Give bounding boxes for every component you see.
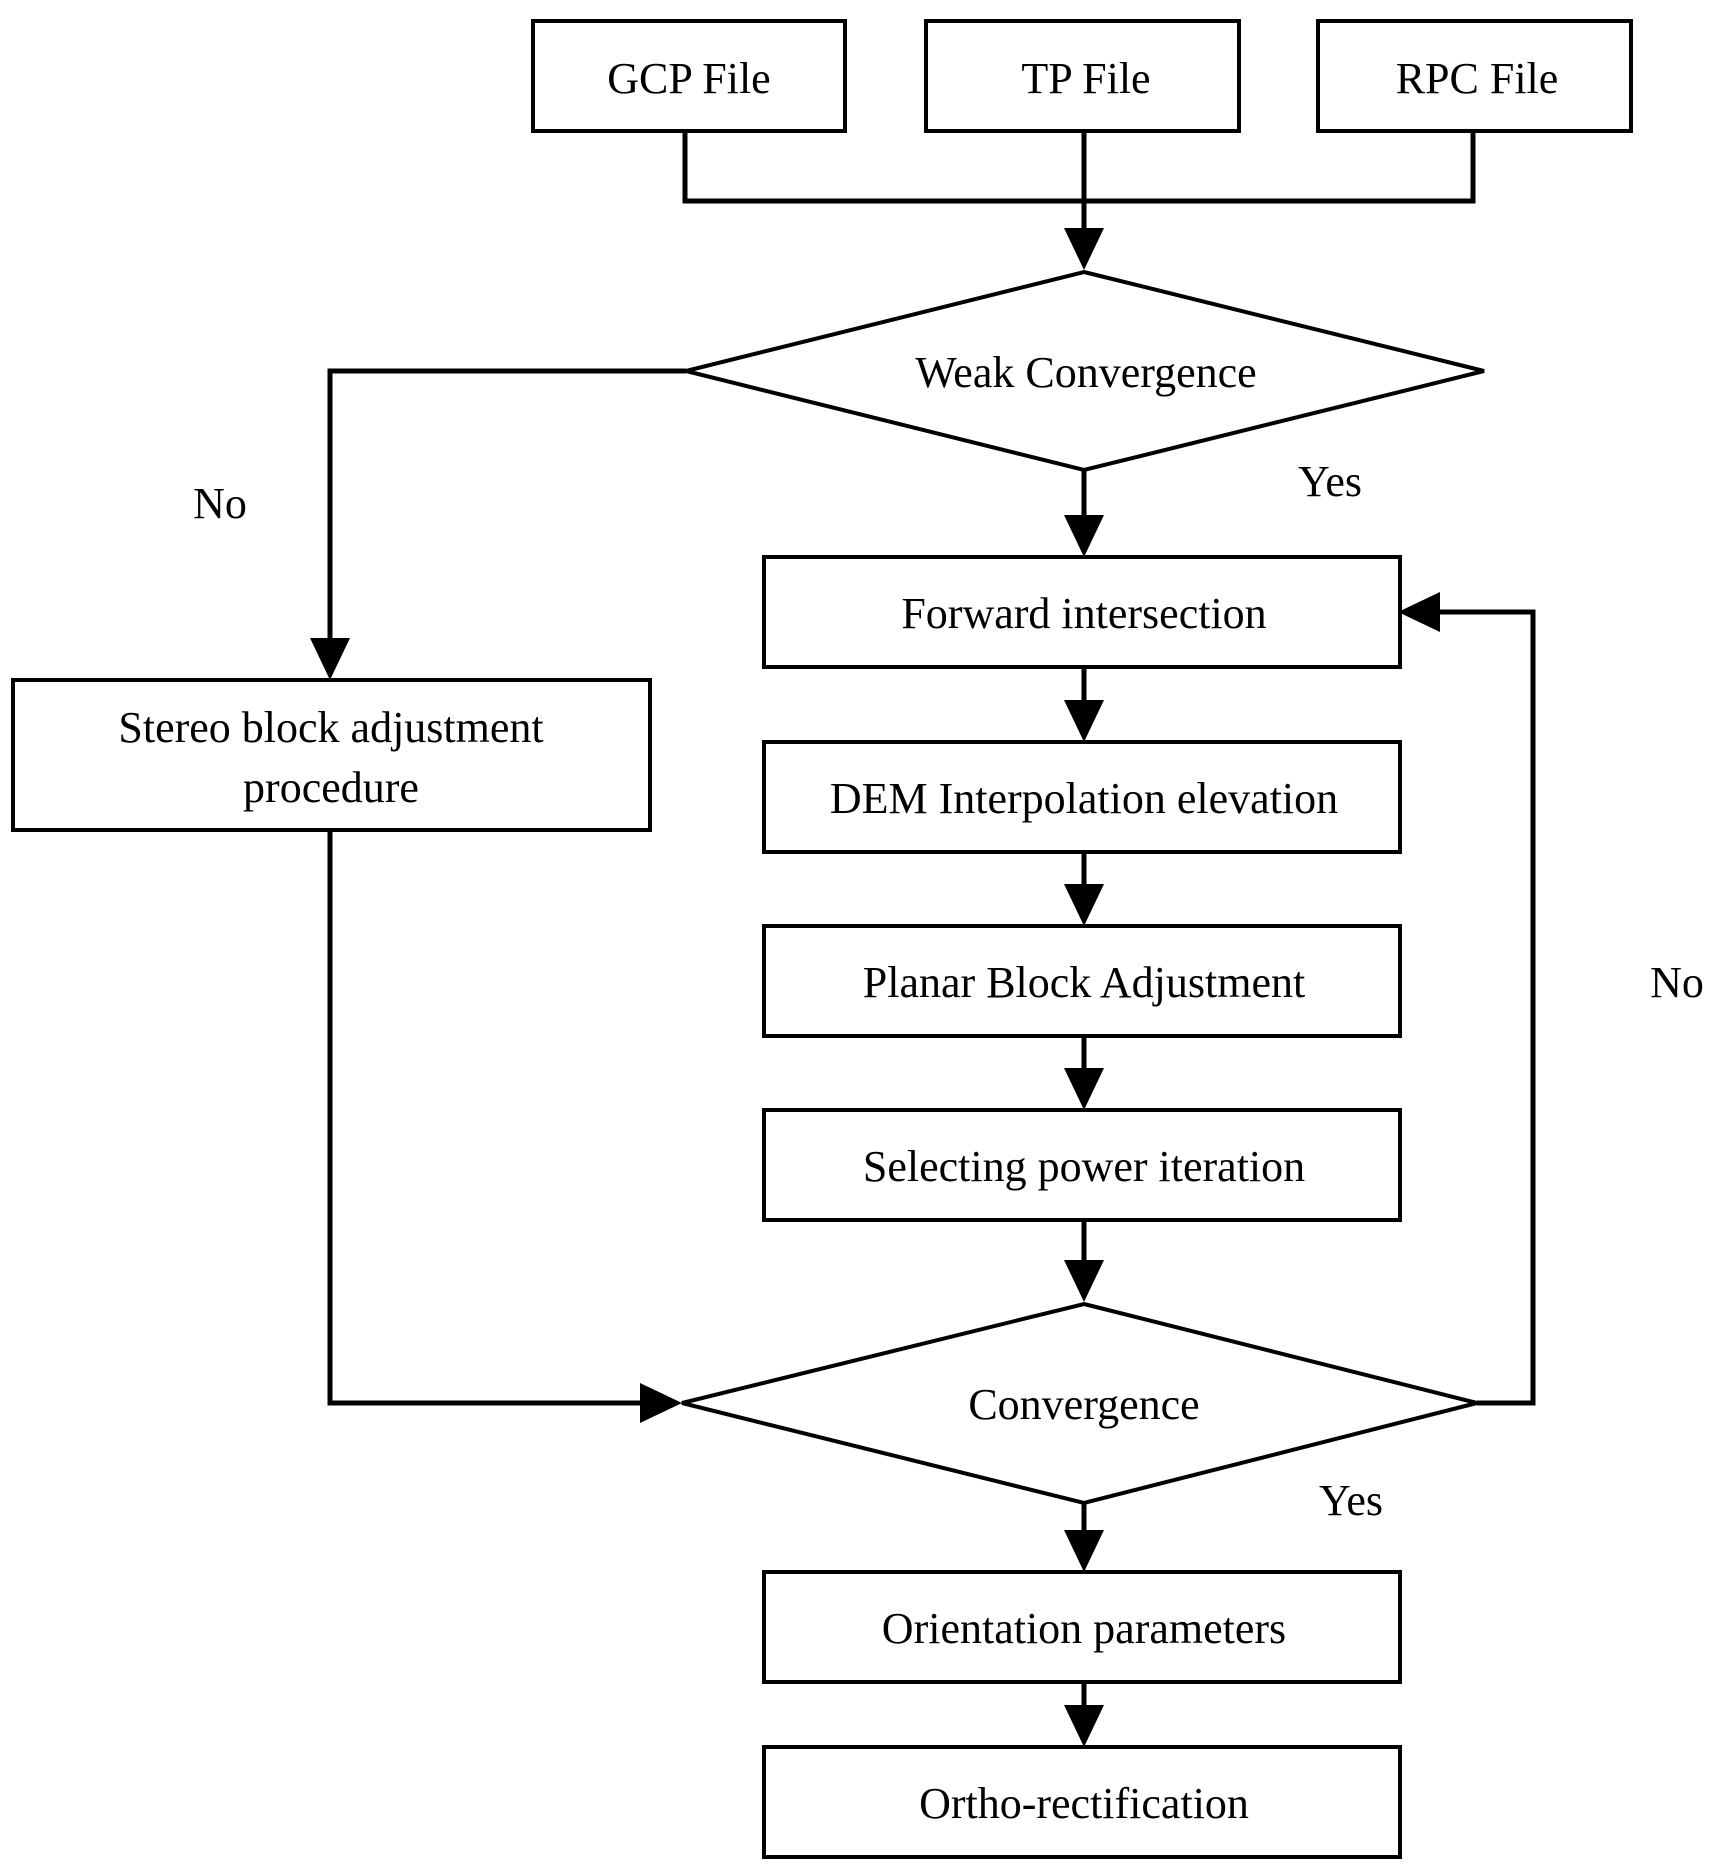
- convergence-no-label: No: [1650, 958, 1704, 1007]
- dem-interpolation-box: [762, 740, 1402, 854]
- node-rpc-file: RPC File: [1316, 19, 1633, 133]
- arrowhead-into-planar: [1064, 884, 1104, 926]
- selecting-power-box: [762, 1108, 1402, 1222]
- arrowhead-into-weak: [1064, 228, 1104, 270]
- ortho-rectification-box: [762, 1745, 1402, 1859]
- arrowhead-into-selecting: [1064, 1068, 1104, 1110]
- node-selecting-power: Selecting power iteration: [762, 1108, 1402, 1222]
- stereo-block-label-line2: procedure: [243, 763, 419, 812]
- ortho-rectification-label: Ortho-rectification: [919, 1779, 1249, 1828]
- arrowhead-into-forward: [1064, 515, 1104, 557]
- tp-file-label: TP File: [1021, 54, 1150, 103]
- rpc-file-box: [1316, 19, 1633, 133]
- node-convergence: Convergence: [681, 1301, 1478, 1506]
- weak-no-label: No: [193, 479, 247, 528]
- weak-yes-label: Yes: [1298, 457, 1362, 506]
- arrowhead-loop-into-forward: [1398, 592, 1440, 632]
- edge-stereo-to-convergence: [327, 830, 640, 1406]
- convergence-yes-label: Yes: [1319, 1476, 1383, 1525]
- node-stereo-block: Stereo block adjustment procedure: [11, 678, 652, 832]
- orientation-parameters-box: [762, 1570, 1402, 1684]
- edges: [310, 131, 1536, 1747]
- convergence-label: Convergence: [968, 1380, 1199, 1429]
- node-planar-block: Planar Block Adjustment: [762, 924, 1402, 1038]
- forward-intersection-box: [762, 555, 1402, 669]
- weak-convergence-label: Weak Convergence: [915, 348, 1256, 397]
- node-tp-file: TP File: [924, 19, 1241, 133]
- rpc-file-label: RPC File: [1396, 54, 1559, 103]
- convergence-diamond: [681, 1301, 1478, 1506]
- edge-weak-to-stereo: [327, 368, 686, 638]
- orientation-parameters-label: Orientation parameters: [882, 1604, 1286, 1653]
- arrowhead-into-orientation: [1064, 1530, 1104, 1572]
- weak-convergence-diamond: [685, 269, 1485, 473]
- arrowhead-into-dem: [1064, 700, 1104, 742]
- selecting-power-label: Selecting power iteration: [863, 1142, 1305, 1191]
- node-orientation-parameters: Orientation parameters: [762, 1570, 1402, 1684]
- gcp-file-box: [531, 19, 847, 133]
- node-dem-interpolation: DEM Interpolation elevation: [762, 740, 1402, 854]
- gcp-file-label: GCP File: [607, 54, 770, 103]
- node-ortho-rectification: Ortho-rectification: [762, 1745, 1402, 1859]
- arrowhead-into-ortho: [1064, 1705, 1104, 1747]
- planar-block-box: [762, 924, 1402, 1038]
- stereo-block-box: [11, 678, 652, 832]
- node-weak-convergence: Weak Convergence: [685, 269, 1485, 473]
- planar-block-label: Planar Block Adjustment: [863, 958, 1305, 1007]
- arrowhead-into-stereo: [310, 638, 350, 680]
- stereo-block-label-line1: Stereo block adjustment: [118, 703, 543, 752]
- node-forward-intersection: Forward intersection: [762, 555, 1402, 669]
- arrowhead-stereo-into-convergence: [640, 1383, 682, 1423]
- dem-interpolation-label: DEM Interpolation elevation: [830, 774, 1338, 823]
- edge-rpc-to-junction: [1084, 131, 1476, 204]
- edge-convergence-loop-back: [1440, 609, 1536, 1406]
- edge-gcp-to-junction: [682, 131, 1084, 204]
- node-gcp-file: GCP File: [531, 19, 847, 133]
- tp-file-box: [924, 19, 1241, 133]
- arrowhead-into-convergence: [1064, 1260, 1104, 1302]
- forward-intersection-label: Forward intersection: [901, 589, 1266, 638]
